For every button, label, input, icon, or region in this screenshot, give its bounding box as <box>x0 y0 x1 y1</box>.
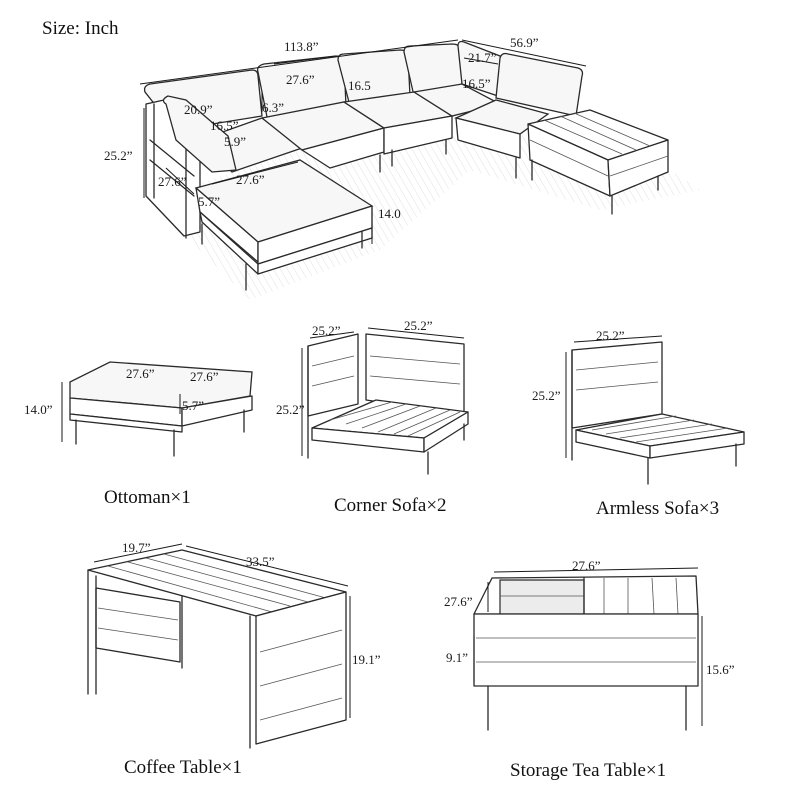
armless-sofa-dim-w: 25.2” <box>596 328 625 343</box>
dim-ottoman-d: 27.6” <box>158 174 187 189</box>
size-unit-label: Size: Inch <box>42 18 119 39</box>
storage-table-dim-inner-h: 9.1” <box>446 650 468 665</box>
dim-arm-cushion-t: 5.9” <box>224 134 246 149</box>
dim-arm-cushion-d: 16.5” <box>210 118 239 133</box>
corner-sofa-illustration <box>301 327 469 475</box>
corner-sofa-dim-d: 25.2” <box>312 323 341 338</box>
coffee-table-dim-h: 19.1” <box>352 652 381 667</box>
dim-total-width: 56.9” <box>510 35 539 50</box>
coffee-table-dim-l: 33.5” <box>246 554 275 569</box>
armless-sofa-illustration <box>565 335 745 485</box>
storage-table-dim-w: 27.6” <box>572 558 601 573</box>
armless-sofa-dim-h: 25.2” <box>532 388 561 403</box>
dim-back-cushion-w2: 16.5 <box>348 78 371 93</box>
coffee-table-caption: Coffee Table×1 <box>124 757 242 778</box>
dim-corner-w: 21.7” <box>468 50 497 65</box>
storage-table-dim-d: 27.6” <box>444 594 473 609</box>
dim-ottoman-h: 14.0 <box>378 206 401 221</box>
storage-table-dim-h: 15.6” <box>706 662 735 677</box>
dim-ottoman-w: 27.6” <box>236 172 265 187</box>
dim-arm-gap: 6.3” <box>262 100 284 115</box>
storage-table-caption: Storage Tea Table×1 <box>510 760 666 781</box>
dim-corner-d: 16.5” <box>462 76 491 91</box>
dim-total-length: 113.8” <box>284 39 319 54</box>
dim-height: 25.2” <box>104 148 133 163</box>
dim-arm-cushion-h: 20.9” <box>184 102 213 117</box>
storage-tea-table-illustration <box>473 567 703 731</box>
dim-back-cushion-w: 27.6” <box>286 72 315 87</box>
sectional-sofa-illustration <box>139 39 700 300</box>
ottoman-dim-cushion: 5.7” <box>182 398 204 413</box>
dim-ottoman-cushion-t: 5.7” <box>198 194 220 209</box>
ottoman-dim-w: 27.6” <box>126 366 155 381</box>
armless-sofa-caption: Armless Sofa×3 <box>596 498 719 519</box>
corner-sofa-caption: Corner Sofa×2 <box>334 495 447 516</box>
ottoman-illustration <box>61 361 253 457</box>
corner-sofa-dim-h: 25.2” <box>276 402 305 417</box>
coffee-table-illustration <box>87 543 351 749</box>
ottoman-dim-h: 14.0” <box>24 402 53 417</box>
ottoman-dim-d: 27.6” <box>190 369 219 384</box>
coffee-table-dim-w: 19.7” <box>122 540 151 555</box>
ottoman-caption: Ottoman×1 <box>104 487 191 508</box>
corner-sofa-dim-w: 25.2” <box>404 318 433 333</box>
